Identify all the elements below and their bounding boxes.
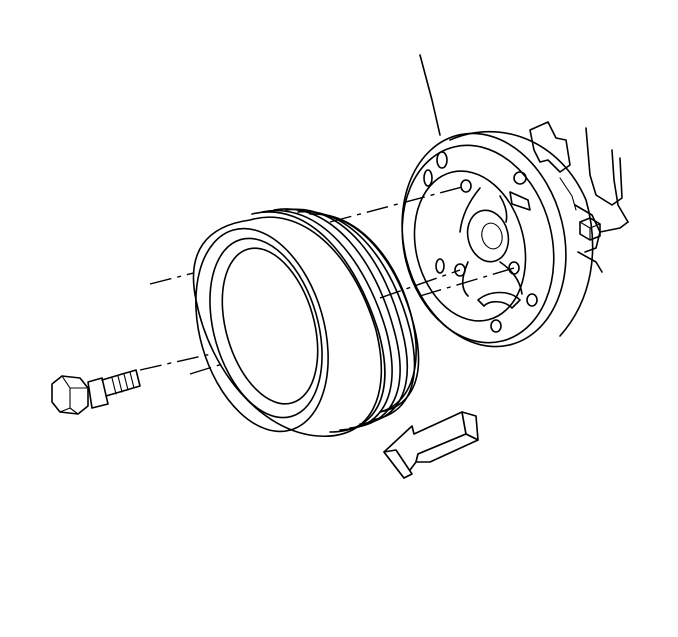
crankshaft-balancer-pulley <box>192 208 420 437</box>
engine-block-bracket <box>419 54 629 273</box>
crankshaft-hub-flange <box>401 130 594 348</box>
hub-bolt-holes <box>423 151 538 333</box>
direction-arrow <box>383 411 479 479</box>
bolt <box>51 369 141 415</box>
